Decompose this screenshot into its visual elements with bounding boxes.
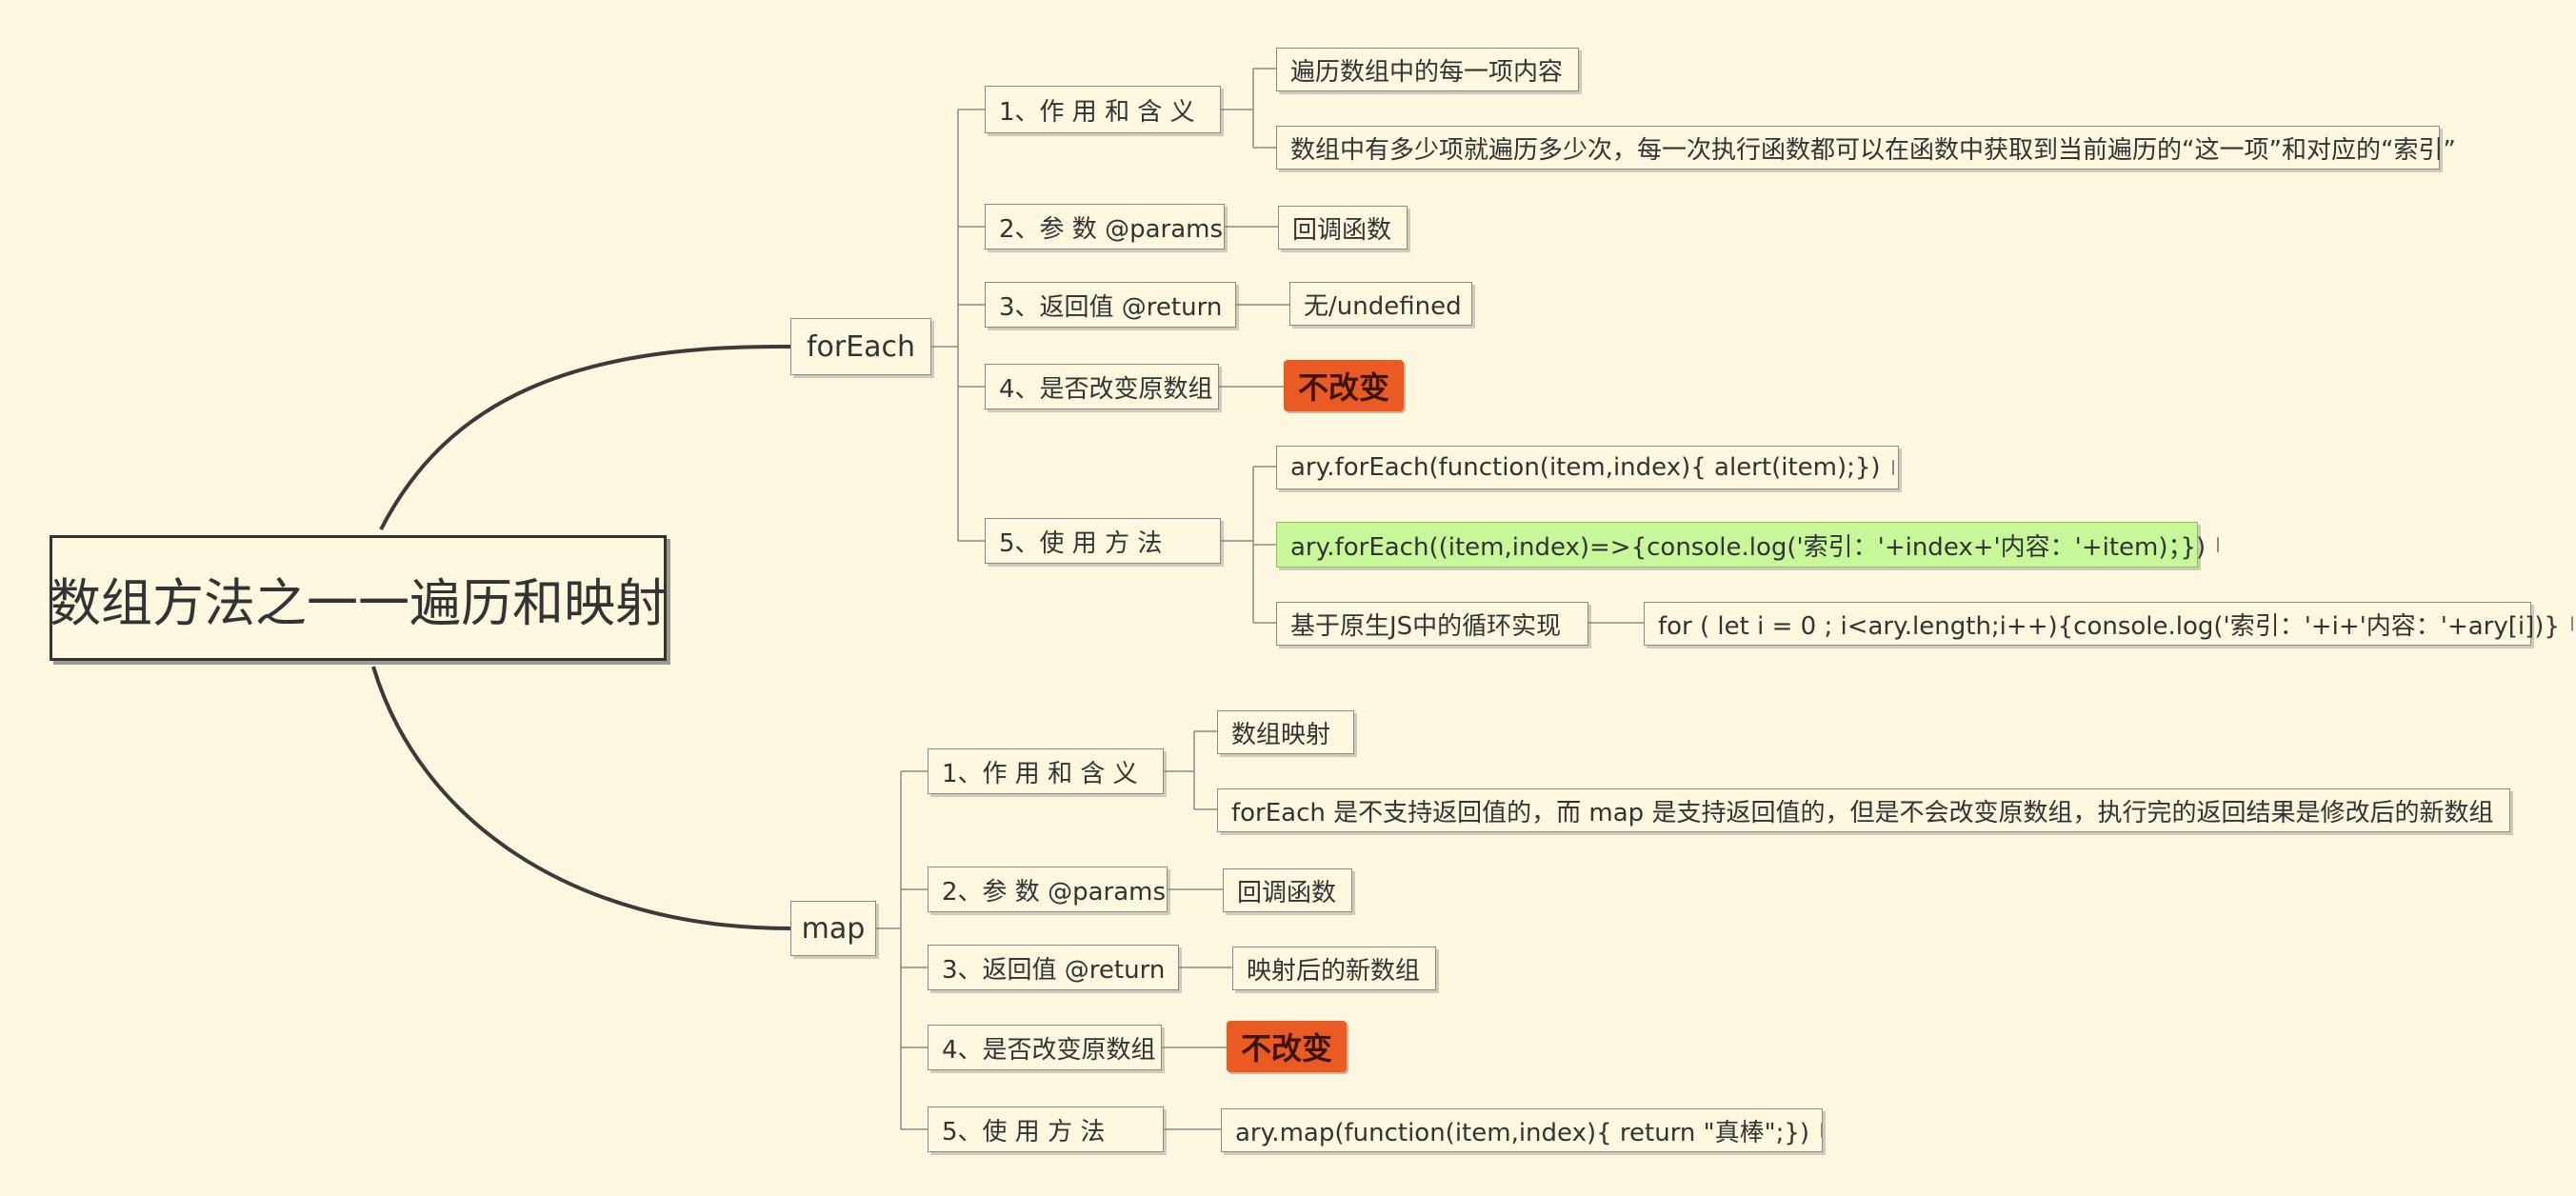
note-icon[interactable] (2217, 537, 2220, 552)
map-mutate-topic[interactable]: 4、是否改变原数组 (928, 1025, 1162, 1070)
foreach-native-topic[interactable]: 基于原生JS中的循环实现 (1276, 602, 1588, 646)
map-purpose-item-2[interactable]: forEach 是不支持返回值的，而 map 是支持返回值的，但是不会改变原数组… (1217, 788, 2510, 832)
map-params-topic[interactable]: 2、参 数 @params (928, 867, 1168, 912)
root-title: 数组方法之一一遍历和映射 (50, 572, 667, 633)
foreach-params-topic[interactable]: 2、参 数 @params (985, 204, 1225, 249)
foreach-purpose-item-1[interactable]: 遍历数组中的每一项内容 (1276, 48, 1579, 91)
foreach-return-topic[interactable]: 3、返回值 @return (985, 282, 1236, 328)
note-icon[interactable] (1891, 460, 1894, 475)
foreach-usage-topic[interactable]: 5、使 用 方 法 (985, 518, 1221, 564)
branch-foreach-label: forEach (806, 329, 916, 364)
note-icon[interactable] (1821, 1123, 1824, 1138)
map-return-topic[interactable]: 3、返回值 @return (928, 945, 1179, 990)
note-icon[interactable] (2570, 616, 2573, 631)
map-usage-topic[interactable]: 5、使 用 方 法 (928, 1106, 1164, 1152)
foreach-usage-item-2[interactable]: ary.forEach((item,index)=>{console.log('… (1276, 522, 2220, 568)
foreach-usage-item-1[interactable]: ary.forEach(function(item,index){ alert(… (1276, 446, 1899, 489)
map-mutate-badge[interactable]: 不改变 (1227, 1021, 1347, 1072)
foreach-mutate-badge[interactable]: 不改变 (1284, 360, 1404, 411)
map-usage-item-1[interactable]: ary.map(function(item,index){ return "真棒… (1221, 1108, 1824, 1152)
root-topic[interactable]: 数组方法之一一遍历和映射 (50, 535, 667, 661)
foreach-purpose-topic[interactable]: 1、作 用 和 含 义 (985, 86, 1221, 133)
foreach-native-code[interactable]: for ( let i = 0 ; i<ary.length;i++){cons… (1644, 602, 2573, 646)
branch-foreach[interactable]: forEach (790, 318, 931, 375)
map-return-value[interactable]: 映射后的新数组 (1232, 947, 1436, 990)
map-purpose-topic[interactable]: 1、作 用 和 含 义 (928, 748, 1164, 794)
foreach-params-value[interactable]: 回调函数 (1278, 206, 1408, 249)
branch-map-label: map (801, 911, 866, 946)
map-params-value[interactable]: 回调函数 (1223, 868, 1352, 912)
map-purpose-item-1[interactable]: 数组映射 (1217, 710, 1354, 754)
foreach-mutate-topic[interactable]: 4、是否改变原数组 (985, 364, 1219, 409)
branch-map[interactable]: map (790, 901, 876, 956)
foreach-purpose-item-2[interactable]: 数组中有多少项就遍历多少次，每一次执行函数都可以在函数中获取到当前遍历的“这一项… (1276, 126, 2456, 169)
foreach-return-value[interactable]: 无/undefined (1289, 282, 1472, 326)
